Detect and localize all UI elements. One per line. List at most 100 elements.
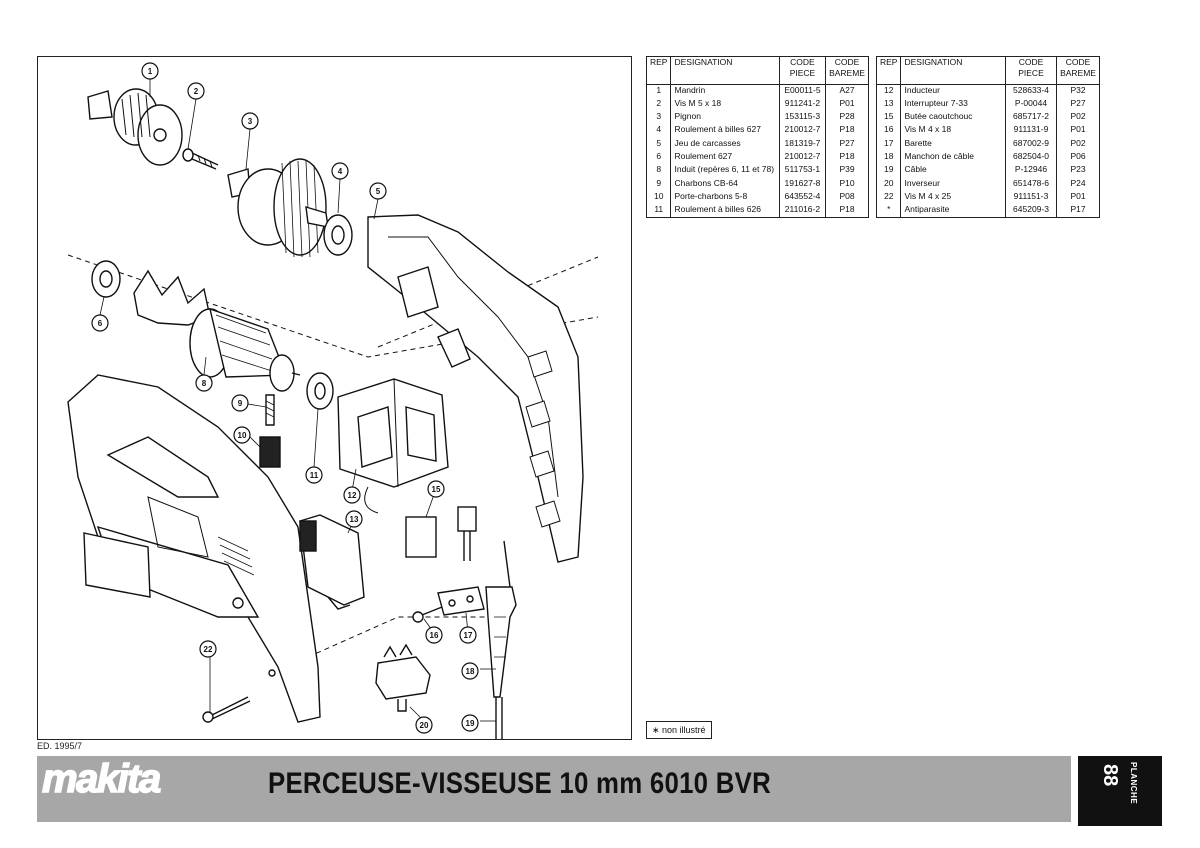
callout-18: 18 xyxy=(461,662,479,680)
callout-19: 19 xyxy=(461,714,479,732)
table-header-row: REP DESIGNATION CODE PIECE CODE BAREME xyxy=(875,56,1100,85)
svg-text:18: 18 xyxy=(466,667,475,676)
part-switch xyxy=(299,514,365,610)
svg-text:15: 15 xyxy=(432,485,441,494)
header-code-piece: CODE PIECE xyxy=(778,56,827,85)
svg-text:9: 9 xyxy=(238,399,243,408)
svg-text:22: 22 xyxy=(204,645,213,654)
part-screw-m4-25 xyxy=(202,696,251,723)
callout-1: 1 xyxy=(141,62,159,80)
page-title: PERCEUSE-VISSEUSE 10 mm 6010 BVR xyxy=(268,767,771,800)
diagram-drawing: 1 2 3 4 5 6 8 9 10 11 12 13 15 16 17 18 … xyxy=(67,62,599,739)
exploded-view-diagram: 1 2 3 4 5 6 8 9 10 11 12 13 15 16 17 18 … xyxy=(37,56,632,740)
header-code-bareme: CODE BAREME xyxy=(1056,56,1100,85)
callout-17: 17 xyxy=(459,626,477,644)
svg-text:13: 13 xyxy=(350,515,359,524)
part-reverser xyxy=(375,643,431,712)
svg-text:1: 1 xyxy=(148,67,153,76)
svg-text:4: 4 xyxy=(338,167,343,176)
header-rep: REP xyxy=(875,56,902,85)
part-carbon-brush xyxy=(265,394,275,426)
part-screw-m4-18 xyxy=(412,606,443,623)
parts-table-left: REP DESIGNATION CODE PIECE CODE BAREME 1… xyxy=(645,56,869,218)
part-antiparasite xyxy=(457,506,477,561)
callout-20: 20 xyxy=(415,716,433,734)
footer-band xyxy=(37,756,1071,822)
callout-2: 2 xyxy=(187,82,205,100)
svg-text:20: 20 xyxy=(420,721,429,730)
svg-text:5: 5 xyxy=(376,187,381,196)
part-screw-m5 xyxy=(182,148,219,170)
part-bearing-627 xyxy=(91,260,121,298)
svg-text:makita: makita xyxy=(42,758,161,801)
header-code-bareme: CODE BAREME xyxy=(825,56,869,85)
part-bearing-626 xyxy=(306,372,334,410)
callout-5: 5 xyxy=(369,182,387,200)
edition-label: ED. 1995/7 xyxy=(37,741,83,751)
svg-text:12: 12 xyxy=(348,491,357,500)
part-cable xyxy=(495,540,511,739)
part-field-coil xyxy=(337,378,449,514)
makita-logo: makita xyxy=(41,758,163,802)
svg-text:10: 10 xyxy=(238,431,247,440)
part-armature xyxy=(133,269,301,392)
svg-text:16: 16 xyxy=(430,631,439,640)
svg-text:6: 6 xyxy=(98,319,103,328)
part-ball-bearing-627 xyxy=(323,214,353,256)
callout-22: 22 xyxy=(199,640,217,658)
part-housing-set xyxy=(367,214,584,563)
svg-text:11: 11 xyxy=(310,471,319,480)
svg-text:3: 3 xyxy=(248,117,253,126)
callout-6: 6 xyxy=(91,314,109,332)
part-brush-holder xyxy=(259,436,281,468)
header-designation: DESIGNATION xyxy=(900,56,1006,85)
part-cable-sleeve xyxy=(485,586,517,698)
planche-label: PLANCHE xyxy=(1129,762,1138,805)
svg-text:17: 17 xyxy=(464,631,473,640)
svg-text:8: 8 xyxy=(202,379,207,388)
callout-15: 15 xyxy=(427,480,445,498)
part-gear xyxy=(227,158,329,258)
callout-11: 11 xyxy=(305,466,323,484)
callout-12: 12 xyxy=(343,486,361,504)
planche-box xyxy=(1078,756,1162,826)
part-motor-housing xyxy=(67,374,321,723)
header-designation: DESIGNATION xyxy=(670,56,780,85)
callout-10: 10 xyxy=(233,426,251,444)
part-barette xyxy=(437,586,485,616)
header-code-piece: CODE PIECE xyxy=(1004,56,1058,85)
callout-16: 16 xyxy=(425,626,443,644)
callout-13: 13 xyxy=(345,510,363,528)
callout-4: 4 xyxy=(331,162,349,180)
table-header-row: REP DESIGNATION CODE PIECE CODE BAREME xyxy=(645,56,869,85)
parts-table-right: REP DESIGNATION CODE PIECE CODE BAREME 1… xyxy=(875,56,1100,218)
header-rep: REP xyxy=(645,56,672,85)
callout-9: 9 xyxy=(231,394,249,412)
svg-text:19: 19 xyxy=(466,719,475,728)
part-rubber-stop xyxy=(405,516,437,558)
planche-number: 88 xyxy=(1099,764,1121,787)
callout-8: 8 xyxy=(195,374,213,392)
svg-text:2: 2 xyxy=(194,87,199,96)
part-chuck xyxy=(87,88,183,166)
